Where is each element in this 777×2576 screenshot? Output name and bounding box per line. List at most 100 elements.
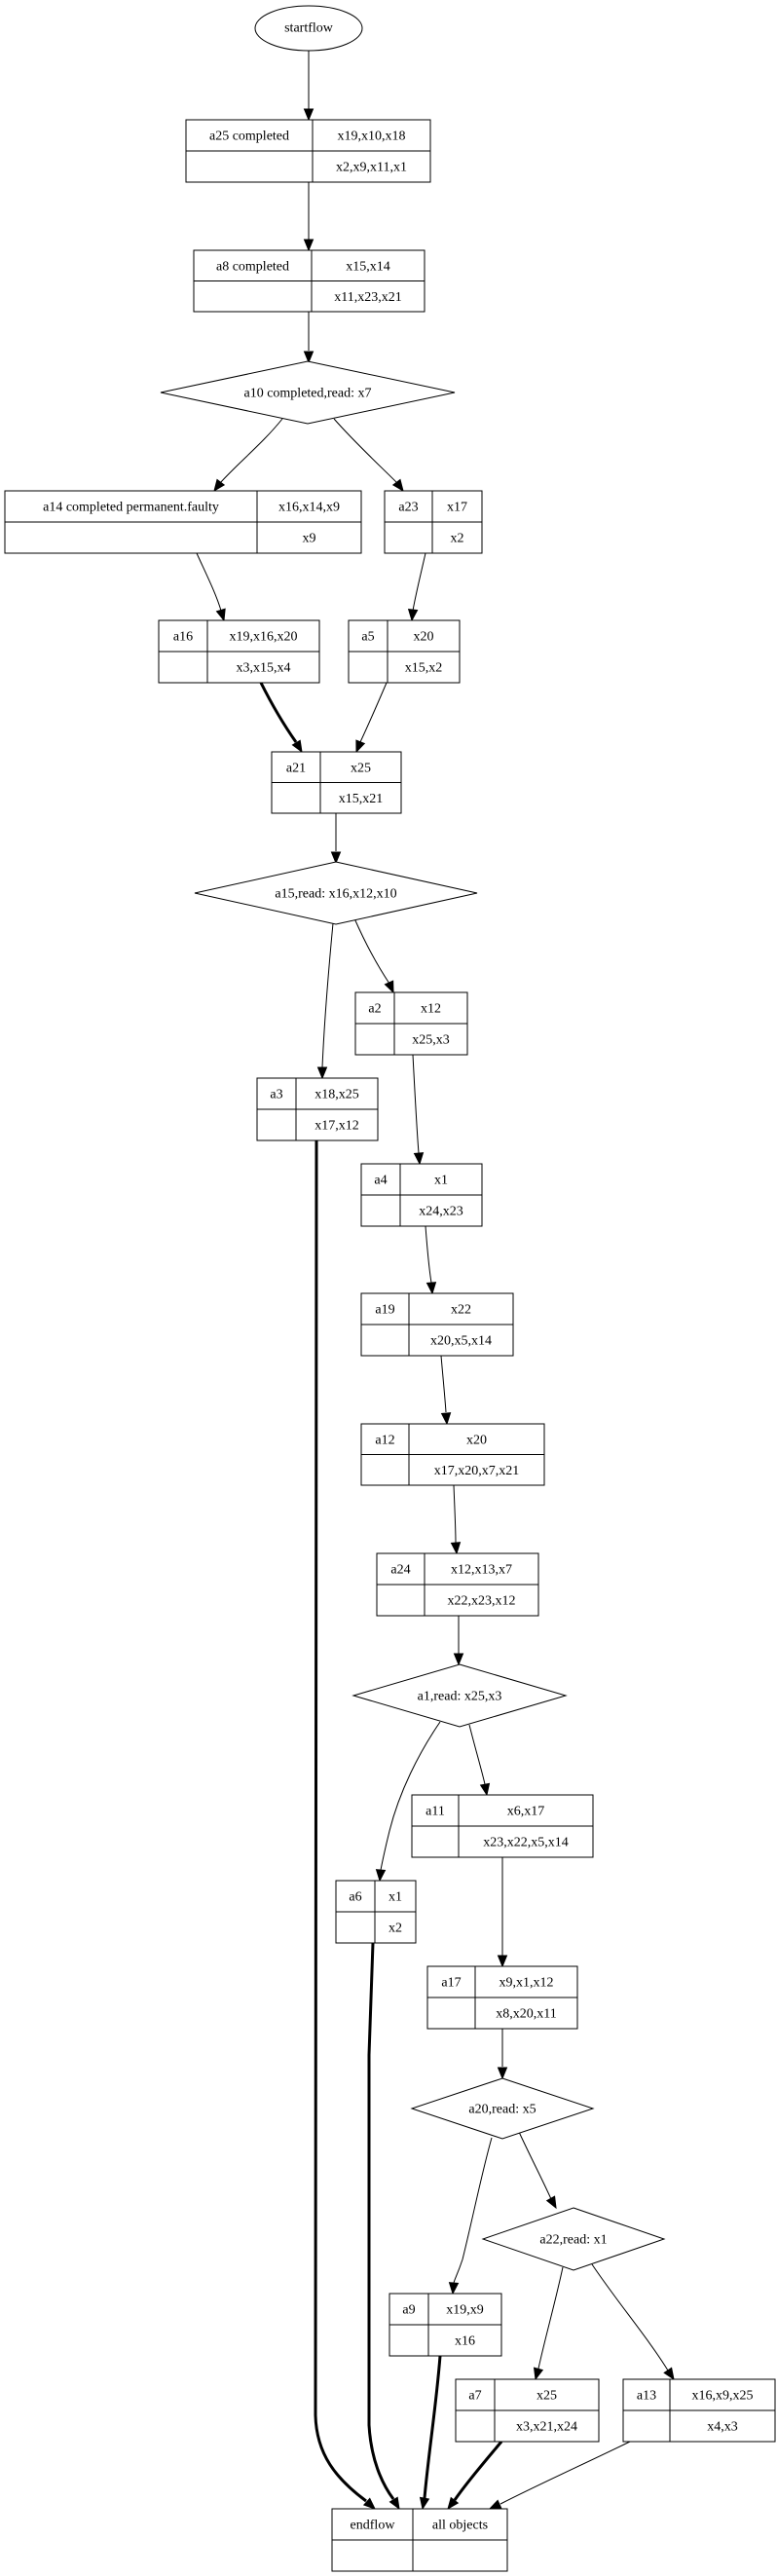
edge-line [500,2441,631,2505]
edge-line [537,2266,564,2370]
edge-line [412,1054,420,1154]
arrowhead-icon [533,2367,544,2381]
write-set: x12 [421,1002,441,1017]
edge-line [196,552,222,612]
arrowhead-icon [330,851,342,865]
activity-name: a6 [349,1890,361,1905]
edge-a22-to-a7 [533,2266,564,2381]
decision-diamond [194,861,478,925]
arrowhead-icon [545,2195,557,2210]
arrowhead-icon [303,239,314,252]
read-set: x15,x2 [405,661,443,676]
write-set: x19,x9 [446,2303,484,2318]
decision-node-a22: a22,read: x1 [481,2207,666,2271]
read-set: x2,x9,x11,x1 [336,161,407,175]
read-set: x3,x15,x4 [237,661,291,676]
arrowhead-icon [375,1869,387,1883]
start-node: startflow [254,5,363,52]
read-set: x3,x21,x24 [516,2420,577,2435]
activity-name: a14 completed permanent.faulty [43,501,219,515]
decision-label: a1,read: x25,x3 [418,1690,502,1704]
decision-diamond [410,2077,595,2140]
edge-a1-to-a6 [375,1721,441,1883]
activity-name: a16 [173,630,193,645]
arrowhead-icon [497,1955,508,1968]
activity-name: a3 [270,1088,282,1102]
decision-node-a15: a15,read: x16,x12,x10 [194,861,478,925]
activity-name: a2 [368,1002,381,1017]
edge-a21-to-a15 [330,813,342,865]
read-set: x23,x22,x5,x14 [483,1836,569,1850]
arrowhead-icon [303,351,314,364]
write-set: x18,x25 [314,1088,359,1102]
arrowhead-icon [440,1412,452,1426]
arrowhead-icon [362,2497,376,2510]
activity-name: a11 [426,1805,445,1819]
arrowhead-icon [303,108,314,122]
record-node-a5: a5 x20 x15,x2 [348,619,461,684]
write-set: all objects [432,2519,488,2533]
write-set: x25 [536,2389,557,2404]
activity-name: a9 [402,2303,415,2318]
arrowhead-icon [663,2367,675,2381]
edge-a3-to-endflow [314,1139,376,2510]
edge-a25-to-a8 [303,182,314,252]
edge-a17-to-a20 [497,2029,508,2080]
edge-line [453,1484,457,1544]
edge-line [423,2355,442,2499]
arrowhead-icon [215,608,226,622]
arrowhead-icon [316,1066,328,1080]
arrowhead-icon [407,609,419,622]
write-set: x1 [388,1890,402,1905]
edge-line [367,1942,395,2500]
edge-line [468,1724,486,1785]
edge-a5-to-a21 [355,682,388,754]
decision-node-a10: a10 completed,read: x7 [160,360,456,425]
edge-line [453,2137,493,2284]
edge-line [440,1355,447,1413]
arrowhead-icon [479,1782,491,1797]
activity-name: a4 [374,1174,387,1188]
read-set: x15,x21 [339,792,384,806]
decision-label: a15,read: x16,x12,x10 [275,887,396,902]
activity-name: a5 [361,630,374,645]
write-set: x22 [451,1303,471,1318]
activity-name: a7 [468,2389,481,2404]
start-label: startflow [284,21,334,36]
edge-a15-to-a2 [353,917,394,994]
arrowhead-icon [384,980,394,994]
activity-name: a17 [441,1976,461,1991]
activity-name: a25 completed [209,130,289,144]
write-set: x20 [414,630,434,645]
read-set: x17,x20,x7,x21 [434,1464,520,1478]
write-set: x19,x10,x18 [338,130,406,144]
edge-a13-to-endflow [488,2441,631,2510]
activity-name: endflow [351,2519,396,2533]
edge-a15-to-a3 [316,922,334,1080]
decision-label: a22,read: x1 [539,2233,607,2248]
edge-a8-to-a10 [303,312,314,364]
read-set: x9 [303,532,316,546]
edge-a22-to-a13 [591,2263,675,2381]
edge-a23-to-a5 [407,552,426,622]
arrowhead-icon [448,2282,460,2296]
write-set: x16,x9,x25 [692,2389,754,2404]
arrowhead-icon [213,478,226,493]
activity-name: a19 [375,1303,394,1318]
edge-line [453,2441,503,2501]
edge-a9-to-endflow [419,2355,442,2511]
arrowhead-icon [447,2496,460,2511]
read-set: x4,x3 [707,2420,738,2435]
decision-label: a20,read: x5 [468,2103,536,2117]
arrowhead-icon [419,2496,430,2511]
write-set: x9,x1,x12 [500,1976,554,1991]
nodes-layer: startflow a25 completed x19,x10,x18 x2,x9,x… [4,5,776,2572]
